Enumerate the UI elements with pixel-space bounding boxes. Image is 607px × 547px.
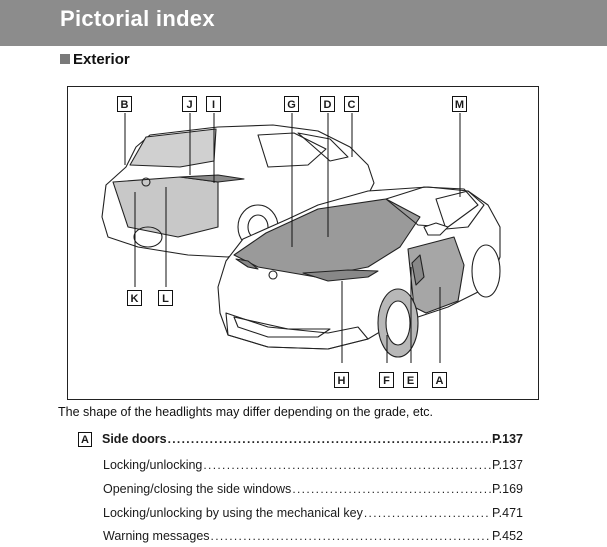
index-item-page[interactable]: P.169 — [491, 482, 523, 496]
callout-l: L — [158, 290, 173, 306]
front-car-wheel-inner — [385, 300, 411, 346]
callout-f: F — [379, 372, 394, 388]
dot-leader — [211, 529, 491, 543]
callout-m: M — [452, 96, 467, 112]
callout-i: I — [206, 96, 221, 112]
section-square-icon — [60, 54, 70, 64]
rear-car-side-window-2 — [297, 132, 349, 162]
dot-leader — [292, 482, 491, 496]
index-row-side-doors[interactable]: A Side doors P.137 — [78, 432, 523, 450]
cars-drawing — [101, 113, 501, 363]
index-item-page[interactable]: P.471 — [491, 506, 523, 520]
headlight-note: The shape of the headlights may differ d… — [58, 405, 434, 419]
index-row-locking[interactable]: Locking/unlocking P.137 — [103, 458, 523, 476]
callout-c: C — [344, 96, 359, 112]
callout-e: E — [403, 372, 418, 388]
title-bar: Pictorial index — [0, 0, 607, 46]
index-row-mechanical-key[interactable]: Locking/unlocking by using the mechanica… — [103, 506, 523, 524]
page-title: Pictorial index — [60, 6, 215, 31]
rear-car-tail-light — [179, 174, 245, 183]
section-heading: Exterior — [60, 51, 130, 68]
rear-car-body — [101, 124, 375, 258]
callout-g: G — [284, 96, 299, 112]
front-car-emblem-icon — [268, 270, 278, 280]
section-label: Exterior — [73, 51, 130, 68]
callout-a: A — [432, 372, 447, 388]
index-item-label: Warning messages — [103, 529, 210, 543]
rear-car-rear-glass — [129, 128, 217, 168]
callout-h: H — [334, 372, 349, 388]
dot-leader — [203, 458, 491, 472]
callout-b: B — [117, 96, 132, 112]
rear-car-wheel-rear — [133, 226, 163, 248]
index-item-label: Locking/unlocking — [103, 458, 203, 472]
front-car-windshield — [385, 186, 479, 228]
front-car-headlight-left — [302, 269, 379, 282]
index-item-page[interactable]: P.452 — [491, 529, 523, 543]
callout-k: K — [127, 290, 142, 306]
front-car-mirror — [423, 222, 449, 236]
dot-leader — [168, 432, 491, 446]
front-car-rear-wheel — [471, 244, 501, 298]
front-car-side-window — [435, 190, 485, 230]
index-row-side-windows[interactable]: Opening/closing the side windows P.169 — [103, 482, 523, 500]
index-item-page[interactable]: P.137 — [491, 458, 523, 472]
dot-leader — [364, 506, 491, 520]
exterior-illustration: B J I G D C M K L H F E A — [67, 86, 539, 400]
index-item-label: Locking/unlocking by using the mechanica… — [103, 506, 363, 520]
rear-car-side-window — [257, 132, 327, 168]
index-main-label: Side doors — [102, 432, 167, 446]
front-car-fender-light — [411, 254, 425, 286]
index-item-label: Opening/closing the side windows — [103, 482, 292, 496]
index-main-page[interactable]: P.137 — [491, 432, 523, 446]
index-badge: A — [78, 432, 92, 447]
index-row-warning-messages[interactable]: Warning messages P.452 — [103, 529, 523, 547]
callout-d: D — [320, 96, 335, 112]
front-car-headlight-right — [235, 258, 259, 270]
front-car-grille — [233, 316, 331, 338]
rear-camera-icon — [141, 177, 151, 187]
callout-j: J — [182, 96, 197, 112]
